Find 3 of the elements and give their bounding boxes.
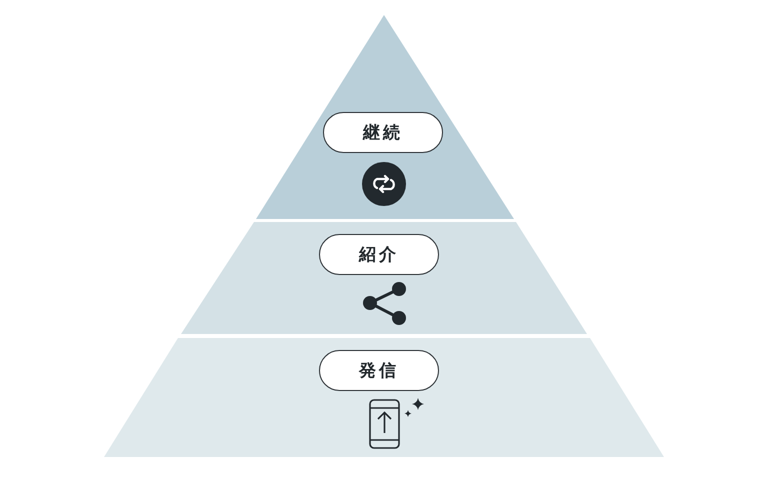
- layer-label-pill: 発信: [319, 350, 439, 391]
- layer-label-pill: 継続: [323, 112, 443, 153]
- layer-label-pill: 紹介: [319, 234, 439, 275]
